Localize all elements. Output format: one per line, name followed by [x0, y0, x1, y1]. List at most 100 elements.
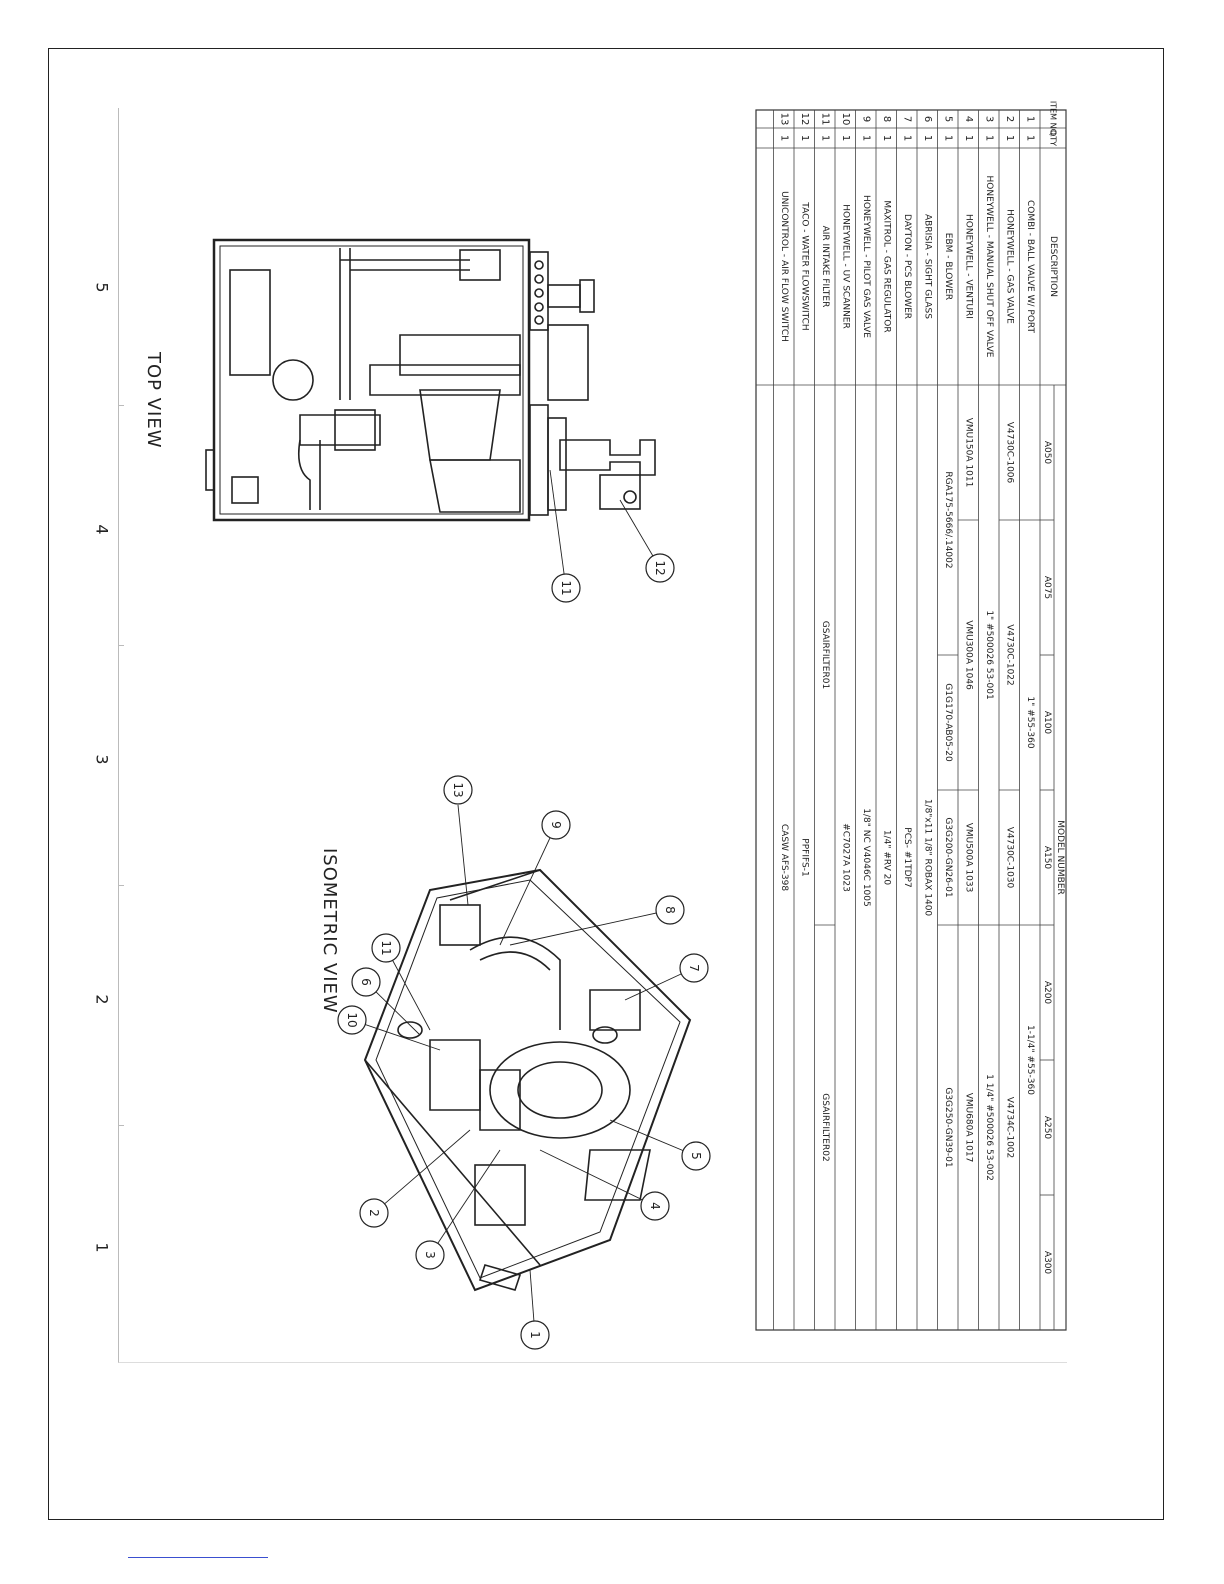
bom-item-no: 9 — [860, 116, 871, 122]
item-balloon-13: 13 — [443, 775, 473, 805]
bom-qty: 1 — [922, 135, 933, 141]
bom-description: HONEYWELL - VENTURI — [963, 214, 973, 319]
zone-tick — [118, 1125, 124, 1126]
bom-item-no: 7 — [901, 116, 912, 122]
bom-qty: 1 — [819, 135, 830, 141]
bom-description: TACO - WATER FLOWSWITCH — [799, 201, 809, 330]
bom-description: HONEYWELL - UV SCANNER — [840, 204, 850, 329]
drawing-border — [48, 48, 1164, 1520]
bom-item-no: 6 — [922, 116, 933, 122]
svg-text:8: 8 — [663, 906, 677, 914]
bom-model-cell: PPFIFS-1 — [799, 838, 809, 876]
bom-item-no: 8 — [881, 116, 892, 122]
bom-qty: 1 — [901, 135, 912, 141]
bom-model-cell: 1/8" NC V4046C 1005 — [861, 808, 871, 906]
bom-description: COMBI - BALL VALVE W/ PORT — [1025, 200, 1035, 334]
item-balloon-2: 2 — [359, 1198, 389, 1228]
item-balloon-10: 10 — [337, 1005, 367, 1035]
bom-model-cell: V4730C-1022 — [1004, 624, 1014, 686]
bom-model-cell: RGA175-5666/.14002 — [943, 471, 953, 568]
bom-model-cell: VMU150A 1011 — [963, 418, 973, 488]
item-balloon-11: 11 — [371, 933, 401, 963]
bom-description: HONEYWELL - GAS VALVE — [1004, 209, 1014, 324]
bom-description: HONEYWELL - PILOT GAS VALVE — [861, 195, 871, 338]
bom-model-cell: 1 1/4" #500026 53-002 — [984, 1074, 994, 1181]
bom-model-cell: VMU300A 1046 — [963, 620, 973, 690]
item-balloon-8: 8 — [655, 895, 685, 925]
bom-description: HONEYWELL - MANUAL SHUT OFF VALVE — [984, 176, 994, 358]
footer-link[interactable] — [128, 1557, 268, 1558]
bom-qty: 1 — [860, 135, 871, 141]
bom-model-cell: 1" #55-360 — [1025, 696, 1035, 748]
svg-text:4: 4 — [648, 1202, 662, 1210]
bom-qty: 1 — [983, 135, 994, 141]
svg-text:9: 9 — [549, 821, 563, 829]
bom-qty: 1 — [963, 135, 974, 141]
svg-text:11: 11 — [559, 580, 573, 595]
bom-model-cell: V4734C-1002 — [1004, 1097, 1014, 1159]
bom-header-qty: QTY — [1049, 130, 1058, 146]
bom-model-cell: G3G250-GN39-01 — [943, 1087, 953, 1167]
bom-header-item: ITEM NO. — [1049, 101, 1058, 137]
bom-model-A100: A100 — [1042, 711, 1052, 735]
item-balloon-11: 11 — [551, 573, 581, 603]
bom-model-cell: 1" #500026 53-001 — [984, 610, 994, 699]
bom-qty: 1 — [840, 135, 851, 141]
item-balloon-7: 7 — [679, 953, 709, 983]
bom-model-cell: PCS- #1TDP7 — [902, 827, 912, 887]
bom-model-cell: 1-1/4" #55-360 — [1025, 1025, 1035, 1095]
bom-item-no: 13 — [778, 113, 789, 126]
bom-description: DAYTON - PCS BLOWER — [902, 214, 912, 319]
leaders — [351, 469, 697, 1336]
svg-text:2: 2 — [367, 1209, 381, 1217]
item-balloon-6: 6 — [351, 967, 381, 997]
bom-model-cell: 1/8"x11 1/8" ROBAX 1400 — [922, 799, 932, 917]
bom-model-cell: VMU680A 1017 — [963, 1093, 973, 1163]
bom-item-no: 10 — [840, 113, 851, 126]
item-balloon-9: 9 — [541, 810, 571, 840]
bom-qty: 1 — [881, 135, 892, 141]
bom-header-model-number: MODEL NUMBER — [1055, 820, 1065, 895]
bom-header-description: DESCRIPTION — [1048, 236, 1058, 297]
bom-model-cell: VMU500A 1033 — [963, 823, 973, 893]
bom-model-A250: A250 — [1042, 1116, 1052, 1140]
svg-text:7: 7 — [687, 964, 701, 972]
svg-text:12: 12 — [653, 560, 667, 575]
bom-item-no: 12 — [799, 113, 810, 126]
bom-item-no: 5 — [942, 116, 953, 122]
bom-model-cell: G1G170-AB05-20 — [943, 683, 953, 762]
item-balloon-1: 1 — [520, 1320, 550, 1350]
bom-model-A075: A075 — [1042, 576, 1052, 599]
bom-item-no: 4 — [963, 116, 974, 122]
zone-tick — [118, 645, 124, 646]
svg-text:13: 13 — [451, 782, 465, 797]
bom-qty: 1 — [799, 135, 810, 141]
item-balloon-4: 4 — [640, 1191, 670, 1221]
bom-model-cell: G3G200-GN26-01 — [943, 817, 953, 897]
zone-tick — [118, 405, 124, 406]
bom-model-cell: V4730C-1030 — [1004, 827, 1014, 889]
bom-qty: 1 — [1024, 135, 1035, 141]
bom-model-A050: A050 — [1042, 441, 1052, 465]
svg-text:10: 10 — [345, 1012, 359, 1027]
bom-description: EBM - BLOWER — [943, 233, 953, 300]
item-balloon-3: 3 — [415, 1240, 445, 1270]
bom-model-cell: GSAIRFILTER02 — [820, 1093, 830, 1161]
bom-model-cell: V4730C-1006 — [1004, 422, 1014, 484]
bom-qty: 1 — [1004, 135, 1015, 141]
svg-text:5: 5 — [689, 1152, 703, 1160]
bom-model-A200: A200 — [1042, 981, 1052, 1005]
bom-item-no: 11 — [819, 113, 830, 126]
svg-text:3: 3 — [423, 1251, 437, 1259]
bom-model-cell: CASW AFS-398 — [779, 824, 789, 892]
bom-model-cell: 1/4" #RV 20 — [881, 830, 891, 886]
bom-model-A300: A300 — [1042, 1251, 1052, 1275]
svg-text:6: 6 — [359, 978, 373, 986]
zone-tick — [118, 885, 124, 886]
bom-description: MAXITROL - GAS REGULATOR — [881, 200, 891, 332]
iso-view-drawing — [363, 868, 692, 1292]
bom-qty: 1 — [942, 135, 953, 141]
bom-item-no: 1 — [1024, 116, 1035, 122]
